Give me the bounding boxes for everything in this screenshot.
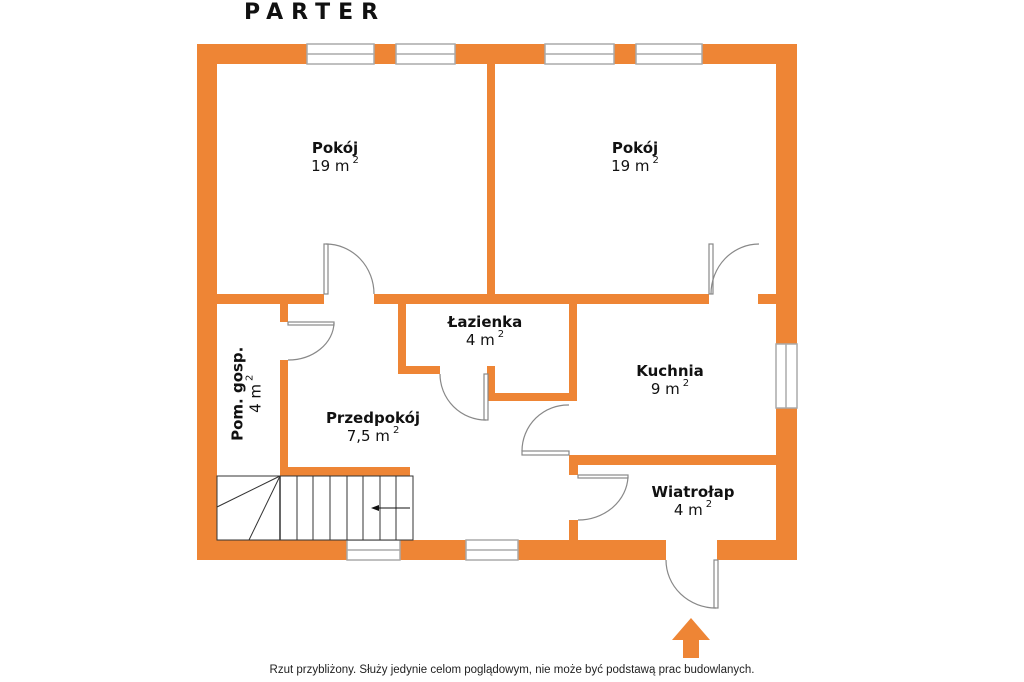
room-name: Łazienka (447, 313, 523, 331)
room-pom-gosp: Pom. gosp. 4 m2 (228, 344, 265, 444)
room-name: Przedpokój (325, 409, 421, 427)
doors (287, 243, 760, 609)
floor-title: PARTER (244, 0, 387, 25)
windows (306, 43, 798, 561)
stairs (216, 475, 414, 541)
walls (197, 44, 797, 560)
room-name: Pokój (311, 139, 359, 157)
disclaimer: Rzut przybliżony. Służy jedynie celom po… (269, 664, 755, 676)
arrow-up-icon (672, 618, 710, 658)
room-name: Wiatrołap (651, 483, 735, 501)
room-name: Kuchnia (636, 362, 704, 380)
room-name: Pokój (611, 139, 659, 157)
room-name: Pom. gosp. (228, 346, 247, 441)
room-area: 4 m2 (244, 374, 265, 413)
